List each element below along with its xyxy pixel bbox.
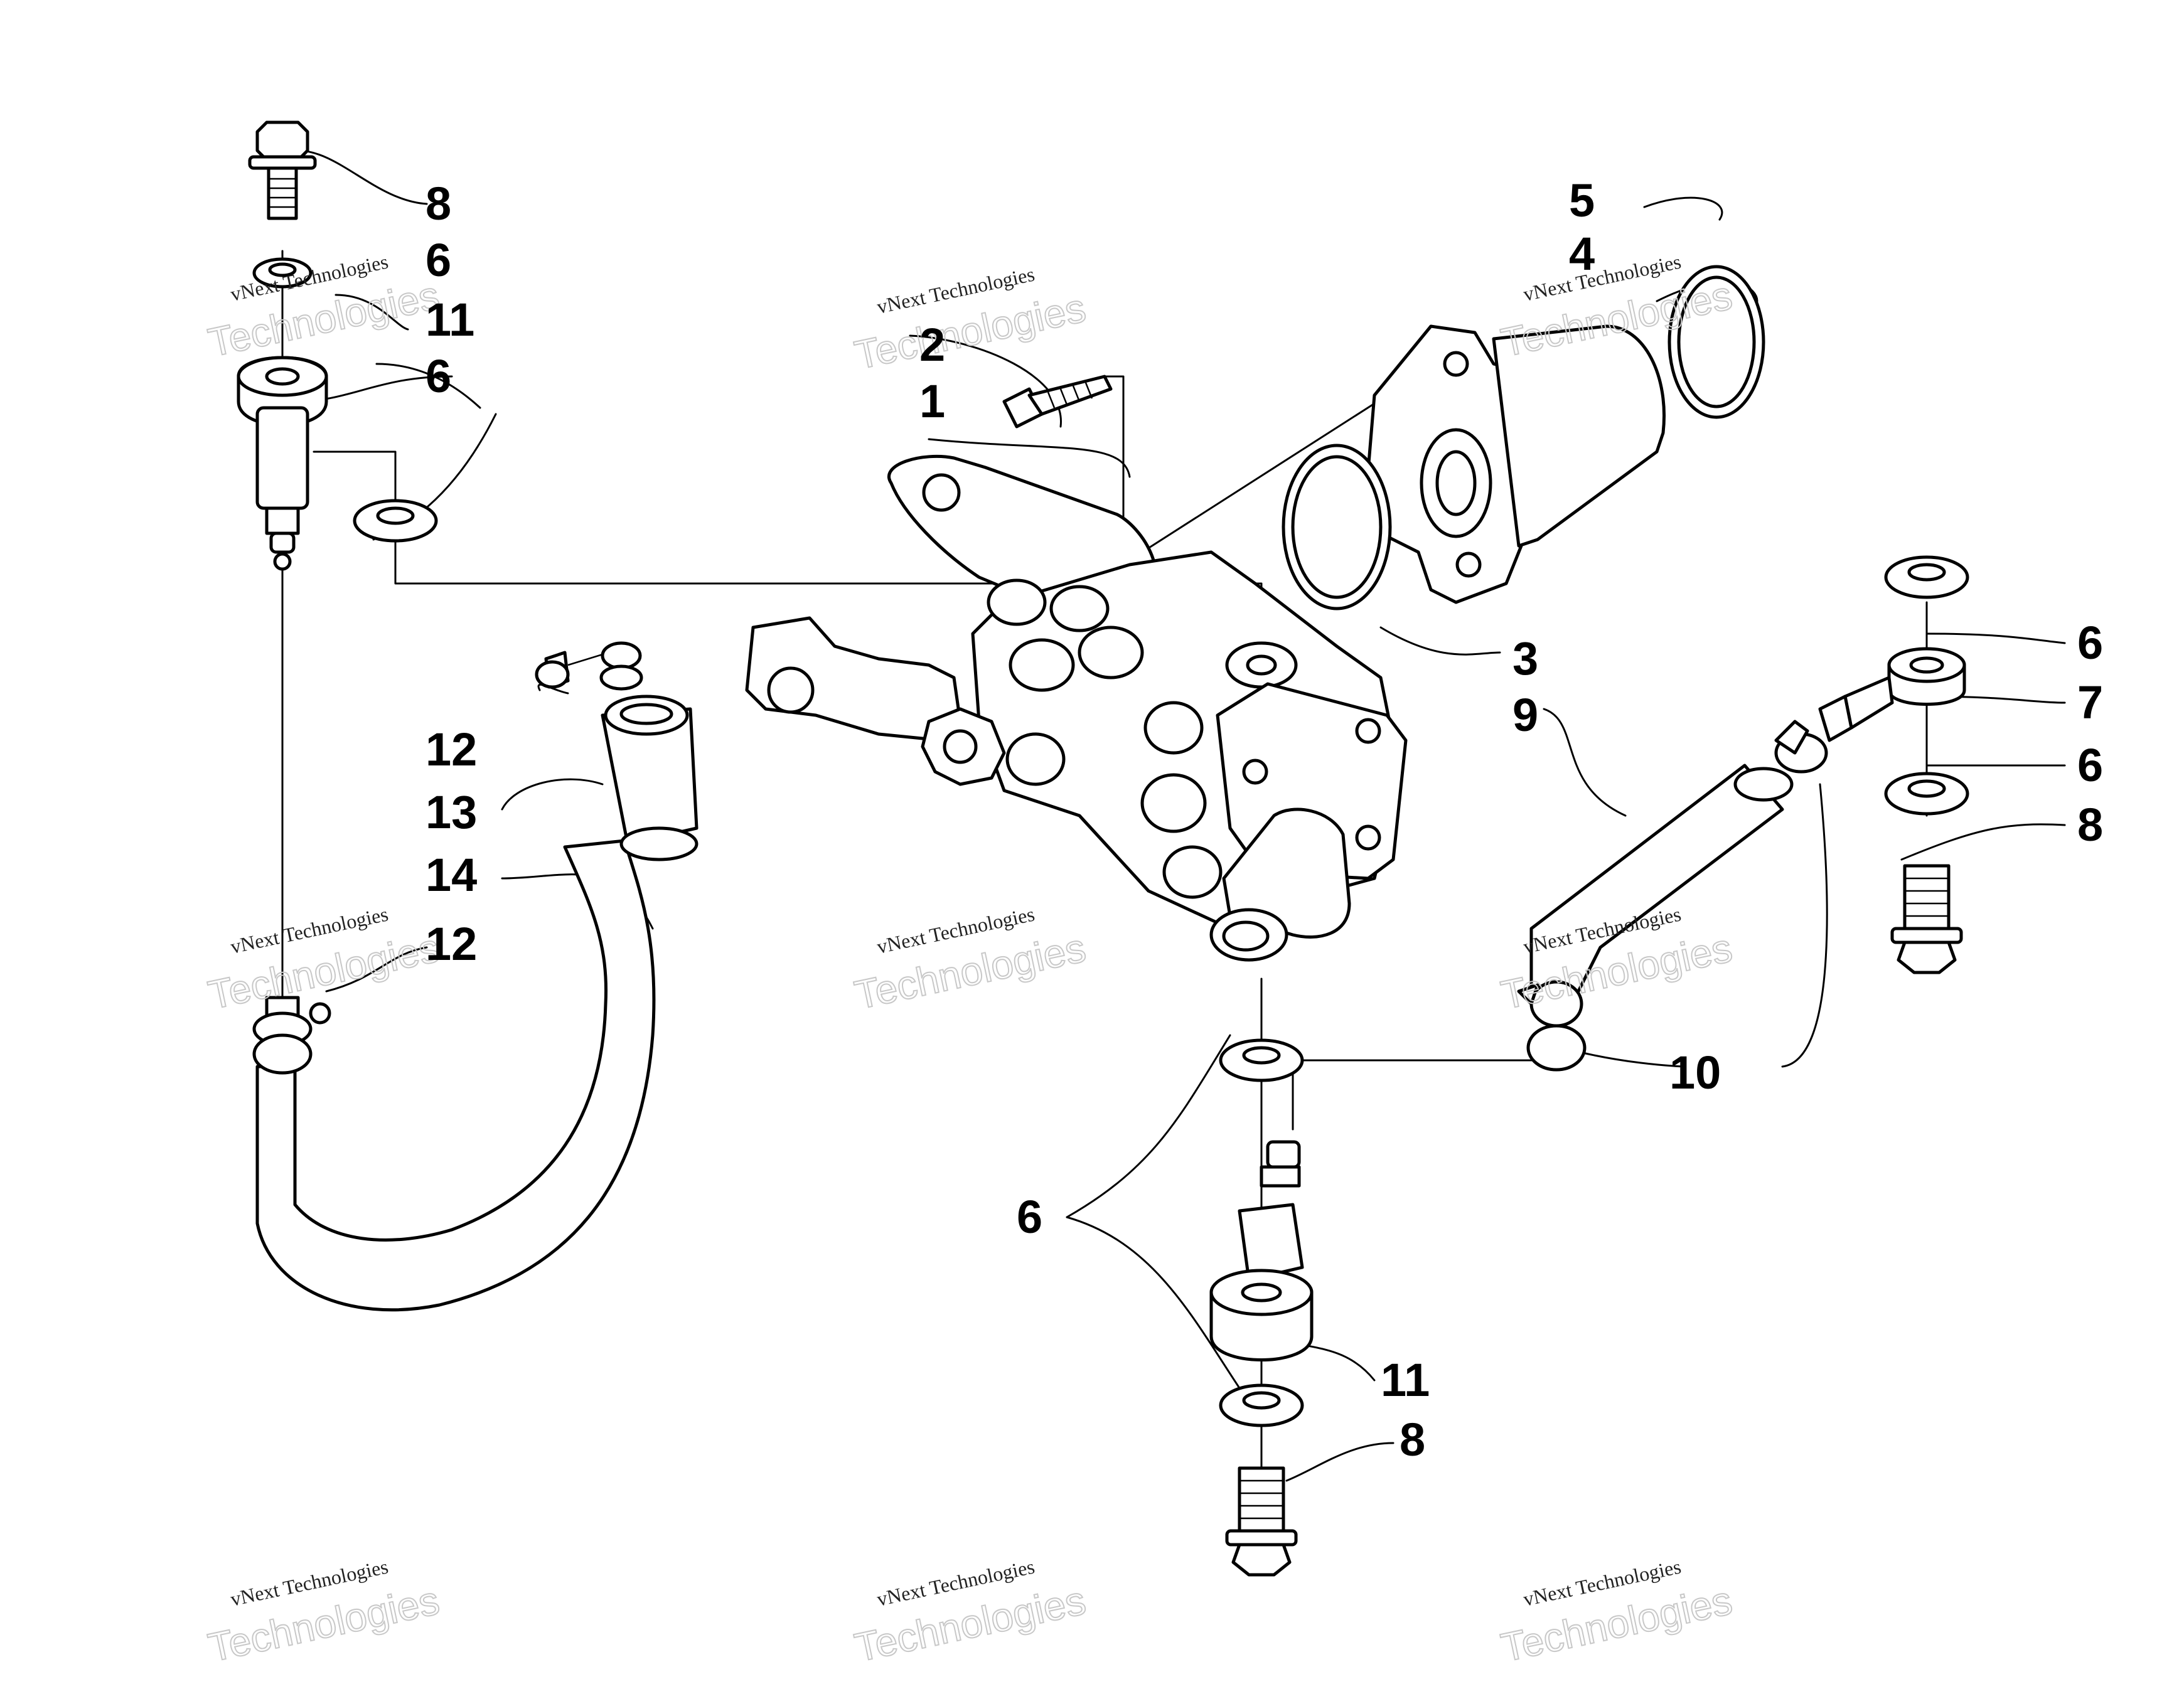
callout-10: 10 [1669, 1047, 1721, 1099]
assembly-lines [281, 250, 1928, 1507]
callout-9: 9 [1512, 689, 1538, 741]
hose-clamp-top [535, 641, 643, 691]
callout-3: 3 [1512, 632, 1538, 685]
washer-top [252, 257, 313, 289]
hose-short [601, 695, 699, 846]
left-parts [237, 120, 699, 1312]
callout-2: 2 [919, 319, 945, 371]
callout-12-top: 12 [426, 723, 477, 775]
callout-6-bottom: 6 [1017, 1191, 1042, 1243]
pump-cylinders [987, 578, 1223, 899]
washer-left [353, 499, 438, 543]
pump-nut [921, 707, 1006, 786]
callout-8-top: 8 [426, 178, 451, 230]
callout-8-right: 8 [2077, 799, 2103, 851]
callout-6-washer: 6 [426, 350, 451, 402]
oil-pump-body [745, 265, 1765, 962]
watermark-ml: vNext Technologies Technologies [204, 902, 444, 1018]
banjo-fitting-top [237, 356, 328, 571]
callout-1: 1 [919, 375, 945, 427]
flange-bolt-top [248, 120, 317, 220]
callout-13: 13 [426, 786, 477, 838]
hose-clamp-lower [252, 996, 331, 1075]
bottom-parts [1209, 1038, 1314, 1577]
callout-7: 7 [2077, 676, 2103, 728]
callout-6-right-top: 6 [2077, 617, 2103, 669]
watermark-br: vNext Technologies Technologies [1497, 1555, 1737, 1671]
right-parts [1517, 555, 1969, 1072]
callout-numbers: 8 6 11 6 2 1 5 4 3 12 13 14 12 6 7 9 6 8… [426, 174, 2103, 1466]
callout-5: 5 [1569, 174, 1595, 226]
callout-6-right-mid: 6 [2077, 739, 2103, 791]
callout-8-bottom: 8 [1400, 1414, 1425, 1466]
callout-11-top: 11 [426, 294, 474, 346]
callout-14: 14 [426, 849, 477, 901]
hose-long [255, 826, 699, 1312]
callout-12-mid: 12 [426, 918, 477, 970]
pump-flange [1366, 324, 1666, 604]
pump-screw [1002, 375, 1113, 429]
callout-4: 4 [1569, 228, 1595, 280]
watermark-bc: vNext Technologies Technologies [850, 1555, 1090, 1671]
watermark-tl: vNext Technologies Technologies [204, 250, 444, 366]
callout-11-bottom: 11 [1381, 1354, 1430, 1406]
watermark-tc: vNext Technologies Technologies [850, 262, 1090, 378]
callout-6-top: 6 [426, 234, 451, 286]
watermark-bl: vNext Technologies Technologies [204, 1555, 444, 1671]
pump-elbow-outlet [1209, 807, 1351, 962]
watermark-mc: vNext Technologies Technologies [850, 902, 1090, 1018]
